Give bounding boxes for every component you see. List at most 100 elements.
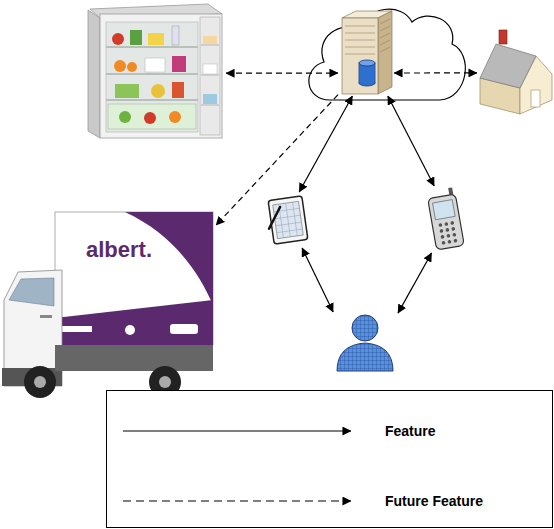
server-picture — [345, 26, 375, 54]
fridge-picture — [201, 45, 219, 46]
fridge-picture — [88, 4, 222, 138]
fridge-picture — [151, 84, 165, 98]
fridge-picture — [144, 112, 156, 124]
legend-sample — [121, 491, 353, 511]
brand-name: albert. — [86, 238, 152, 262]
phone-picture — [450, 221, 454, 225]
fridge-node — [82, 0, 226, 141]
fridge-picture — [106, 73, 198, 75]
server-node — [338, 10, 394, 96]
truck-picture — [159, 376, 171, 388]
tablet-picture — [266, 207, 283, 229]
truck-picture — [24, 366, 56, 398]
fridge-picture — [201, 75, 219, 76]
fridge-picture — [172, 56, 186, 72]
fridge-picture — [119, 111, 131, 123]
fridge-picture — [130, 30, 142, 45]
future-link — [216, 95, 338, 226]
fridge-picture — [100, 14, 222, 138]
legend-box: FeatureFuture Feature — [106, 390, 553, 528]
house-picture — [480, 30, 552, 114]
truck-picture — [62, 326, 92, 332]
fridge-picture — [169, 111, 181, 123]
legend-row: Future Feature — [107, 491, 552, 511]
fridge-picture — [112, 33, 124, 45]
server-picture — [380, 19, 390, 52]
phone-picture — [451, 227, 455, 231]
truck-node: albert. — [0, 208, 216, 400]
person-picture — [337, 315, 393, 371]
person-picture — [337, 343, 393, 371]
server-picture — [359, 60, 375, 66]
fridge-picture — [88, 10, 100, 138]
server-picture — [342, 18, 378, 94]
server-picture — [378, 11, 392, 94]
phone-picture — [445, 228, 449, 232]
truck-picture — [55, 212, 213, 345]
legend-line — [123, 430, 351, 431]
fridge-picture — [145, 58, 165, 72]
fridge-picture — [114, 60, 126, 72]
fridge-picture — [106, 99, 198, 101]
legend-line — [123, 500, 351, 501]
legend-row: Feature — [107, 421, 552, 441]
phone-picture — [438, 223, 442, 227]
person-node — [332, 312, 398, 374]
future-link — [226, 72, 338, 73]
tablet-picture — [265, 196, 308, 245]
fridge-picture — [115, 84, 139, 98]
legend-sample — [121, 421, 353, 441]
house-node — [477, 28, 553, 116]
feature-link — [302, 248, 333, 312]
fridge-picture — [106, 22, 198, 132]
phone-picture — [446, 234, 450, 238]
phone-picture — [441, 241, 445, 245]
cloud-node — [308, 0, 465, 106]
truck-picture — [55, 345, 213, 371]
fridge-picture — [108, 104, 196, 129]
server-picture — [342, 11, 392, 94]
fridge-picture — [203, 64, 217, 74]
tablet-node — [263, 192, 313, 248]
truck-picture — [170, 324, 198, 334]
fridge-picture — [172, 82, 184, 98]
phone-picture — [433, 200, 456, 220]
phone-picture — [440, 235, 444, 239]
phone-picture — [439, 229, 443, 233]
fridge-picture — [148, 33, 164, 45]
tablet-picture — [273, 201, 303, 238]
house-picture — [480, 44, 536, 88]
fridge-picture — [200, 17, 220, 135]
legend-text: Future Feature — [385, 492, 483, 510]
phone-picture — [444, 222, 448, 226]
fridge-picture — [203, 94, 217, 104]
phone-picture — [426, 187, 464, 250]
phone-picture — [452, 233, 456, 237]
house-picture — [531, 90, 540, 107]
feature-link — [299, 96, 352, 192]
feature-link — [388, 96, 434, 186]
truck-picture — [34, 376, 46, 388]
house-picture — [499, 30, 507, 44]
phone-picture — [438, 221, 457, 245]
phone-picture — [447, 240, 451, 244]
phone-picture — [428, 194, 465, 250]
fridge-picture — [201, 105, 219, 106]
person-picture — [352, 315, 378, 341]
truck-picture — [40, 315, 52, 318]
phone-picture — [453, 239, 457, 243]
cloud-outline — [309, 9, 465, 100]
tablet-picture — [273, 201, 303, 238]
truck-picture — [125, 325, 135, 335]
cloud-outline — [309, 9, 465, 100]
truck-picture — [55, 300, 213, 345]
legend-text: Feature — [385, 422, 436, 440]
fridge-picture — [127, 62, 137, 72]
fridge-picture — [106, 46, 198, 48]
feature-link — [398, 253, 432, 313]
truck-picture — [9, 278, 54, 306]
fridge-picture — [203, 36, 217, 44]
future-link — [394, 72, 477, 73]
fridge-picture — [172, 26, 179, 45]
